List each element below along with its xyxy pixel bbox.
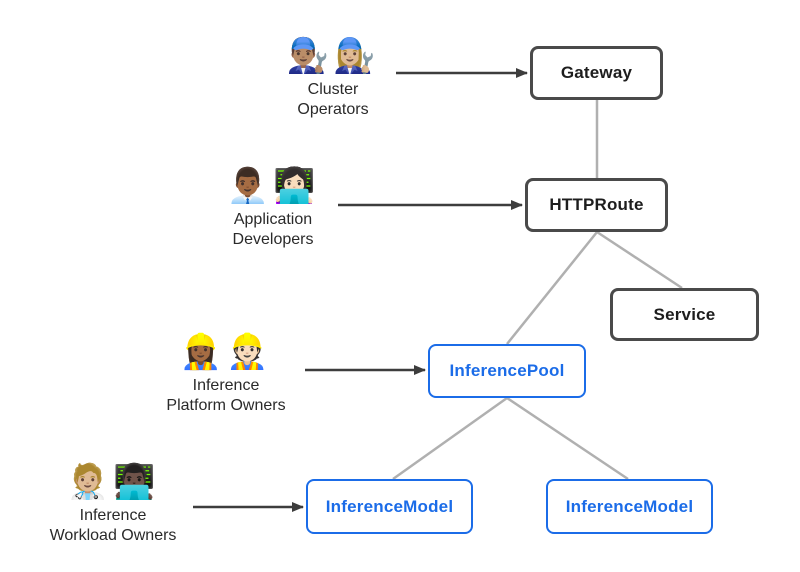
connector-inferencepool-model-right [506,396,629,481]
node-gateway-label: Gateway [560,63,633,82]
persona-label-line2: Developers [232,231,314,248]
persona-label-line2: Operators [297,101,369,118]
mechanic-emoji-pair: 👨🏽‍🔧👩🏼‍🔧 [286,37,380,75]
persona-label: Inference Workload Owners [18,506,208,546]
persona-label: Cluster Operators [238,80,428,120]
persona-label-line2: Platform Owners [166,397,286,414]
persona-label-line2: Workload Owners [49,527,177,544]
persona-label-line1: Inference [192,377,260,394]
connector-inferencepool-model-left [392,396,508,481]
persona-label: Inference Platform Owners [131,376,321,416]
worker-technologist-emoji-pair: 🧑🏼‍⚕️👨🏿‍💻 [66,463,160,501]
node-inference-model-right: InferenceModel [546,479,713,534]
construction-worker-emoji-pair: 👷🏾‍♀️👷🏻 [179,333,273,371]
node-httproute-label: HTTPRoute [549,195,644,214]
node-inference-model-left-label: InferenceModel [325,496,454,516]
persona-cluster-operators: 👨🏽‍🔧👩🏼‍🔧 Cluster Operators [238,34,428,120]
connector-httproute-inferencepool [506,231,598,345]
connector-httproute-service [596,230,683,290]
persona-label: Application Developers [178,210,368,250]
node-service-label: Service [653,304,716,324]
persona-inference-workload-owners: 🧑🏼‍⚕️👨🏿‍💻 Inference Workload Owners [18,460,208,546]
persona-application-developers: 👨🏾‍💼👩🏻‍💻 Application Developers [178,164,368,250]
node-inference-pool: InferencePool [428,344,586,398]
node-inference-model-right-label: InferenceModel [565,496,694,516]
persona-inference-platform-owners: 👷🏾‍♀️👷🏻 Inference Platform Owners [131,330,321,416]
node-httproute: HTTPRoute [525,178,668,232]
node-service: Service [610,288,759,341]
persona-label-line1: Cluster [307,81,359,98]
persona-label-line1: Application [233,211,313,228]
persona-label-line1: Inference [79,507,147,524]
node-inference-pool-label: InferencePool [449,361,565,380]
developer-emoji-pair: 👨🏾‍💼👩🏻‍💻 [226,167,320,205]
node-gateway: Gateway [530,46,663,100]
node-inference-model-left: InferenceModel [306,479,473,534]
